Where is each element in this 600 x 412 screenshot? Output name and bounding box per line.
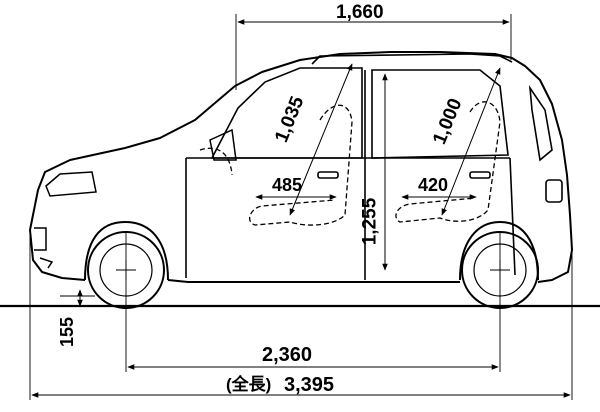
dimension-lines [31,19,571,398]
rear-headroom-line [441,67,501,216]
front-headroom-line [289,63,353,216]
extension-lines [29,14,573,400]
wheelbase-label: 2,360 [262,344,313,366]
overall-length-prefix: (全長) [226,375,272,394]
car-body-outline [29,51,573,283]
front-details [34,128,237,269]
rear-legroom-label: 420 [418,175,449,195]
ground-clearance-label: 155 [57,316,78,348]
interior-height-label: 1,255 [359,197,381,246]
windows-and-doors [185,67,563,280]
front-legroom-label: 485 [272,175,303,195]
overall-length-label: 3,395 [284,374,335,396]
overall-height-label: 1,660 [336,2,384,23]
